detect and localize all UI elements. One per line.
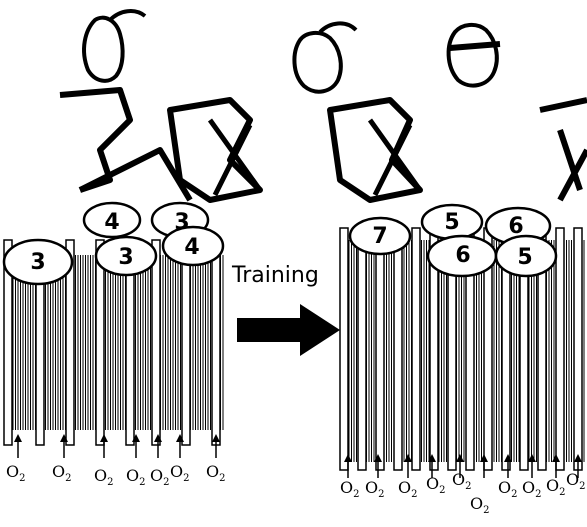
- left-bundle-number: 4: [104, 210, 120, 235]
- capillary: [573, 227, 583, 471]
- o2-label: O2: [52, 462, 72, 485]
- right-bundle-number: 5: [517, 245, 533, 270]
- o2-label: O2: [546, 476, 566, 499]
- o2-arrowhead: [176, 434, 184, 442]
- o2-arrowhead: [528, 454, 536, 462]
- fiber-top: [82, 201, 142, 239]
- o2-label: O2: [150, 466, 170, 489]
- training-arrow: [237, 304, 340, 356]
- o2-label: O2: [522, 478, 542, 501]
- o2-label: O2: [498, 478, 518, 501]
- fiber-top: [348, 216, 412, 256]
- o2-arrowhead: [552, 454, 560, 462]
- o2-arrowhead: [60, 434, 68, 442]
- left-bundle-number: 3: [118, 245, 134, 270]
- o2-arrowhead: [480, 454, 488, 462]
- fiber-top: [2, 238, 74, 286]
- o2-arrowhead: [100, 434, 108, 442]
- left-bundle-number: 3: [174, 210, 190, 235]
- capillary: [65, 239, 75, 446]
- o2-label: O2: [365, 478, 385, 501]
- o2-arrowhead: [504, 454, 512, 462]
- left-bundle-number: 4: [184, 235, 200, 260]
- capillary: [357, 227, 367, 471]
- rower-1: [59, 9, 193, 202]
- training-label: Training: [232, 263, 319, 288]
- rower-3: [327, 23, 501, 203]
- o2-arrowhead: [344, 454, 352, 462]
- left-muscle-bundle: [2, 201, 225, 458]
- right-bundle-number: 5: [444, 210, 460, 235]
- right-bundle-number: 6: [455, 243, 471, 268]
- o2-arrowhead: [404, 454, 412, 462]
- right-bundle-number: 7: [372, 224, 388, 249]
- o2-label: O2: [170, 462, 190, 485]
- capillary: [411, 227, 421, 471]
- o2-arrowhead: [154, 434, 162, 442]
- o2-label: O2: [206, 462, 226, 485]
- o2-label: O2: [426, 474, 446, 497]
- rower-4: [539, 97, 587, 202]
- o2-arrowhead: [374, 454, 382, 462]
- right-bundle-number: 6: [508, 214, 524, 239]
- o2-label: O2: [6, 462, 26, 485]
- o2-arrowhead: [428, 454, 436, 462]
- capillary: [95, 239, 105, 446]
- capillary: [555, 227, 565, 471]
- o2-arrowhead: [574, 454, 582, 462]
- o2-arrowhead: [212, 434, 220, 442]
- capillary: [375, 227, 385, 471]
- o2-label: O2: [452, 470, 472, 493]
- capillary: [339, 227, 349, 471]
- o2-arrowhead: [456, 454, 464, 462]
- o2-label: O2: [398, 478, 418, 501]
- capillary: [211, 239, 221, 446]
- capillary: [393, 227, 403, 471]
- fiber-top: [161, 225, 225, 267]
- capillary: [151, 239, 161, 446]
- o2-arrowhead: [14, 434, 22, 442]
- capillary: [181, 239, 191, 446]
- o2-label: O2: [126, 466, 146, 489]
- o2-arrowhead: [132, 434, 140, 442]
- left-bundle-number: 3: [30, 250, 46, 275]
- o2-label: O2: [470, 494, 490, 517]
- o2-label: O2: [340, 478, 360, 501]
- capillary: [3, 239, 13, 446]
- o2-label: O2: [94, 466, 114, 489]
- fiber-top: [494, 234, 558, 278]
- fiber-top: [94, 235, 158, 277]
- o2-label: O2: [566, 470, 586, 493]
- rower-2: [167, 21, 358, 203]
- right-muscle-bundle: [339, 203, 585, 478]
